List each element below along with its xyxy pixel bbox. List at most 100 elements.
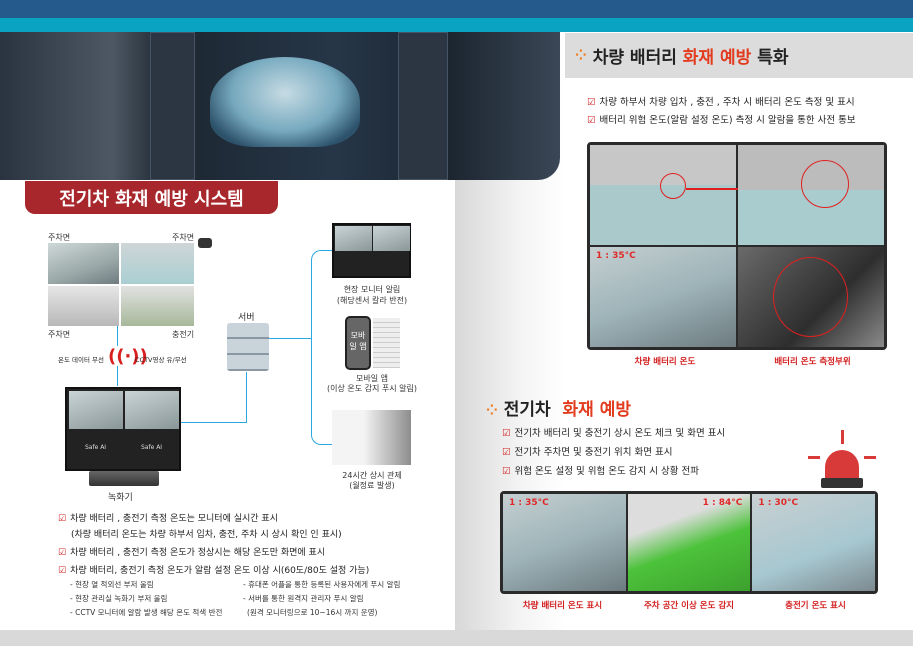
top-band <box>0 0 913 18</box>
wireless-label: CCTV영상 유/무선 <box>135 356 187 364</box>
ev-checklist: ☑전기차 배터리 및 충전기 상시 온도 체크 및 화면 표시 ☑전기차 주차면… <box>502 424 725 481</box>
cctv-camera-icon <box>198 238 212 248</box>
camera-view: 1 : 35°C <box>590 247 736 347</box>
title-part: 차량 배터리 <box>592 48 677 68</box>
cam-label: 주차면 <box>172 233 195 242</box>
connector <box>117 326 118 346</box>
dvr-device <box>89 471 159 486</box>
checkbox-icon: ☑ <box>587 115 596 126</box>
battery-checklist: ☑차량 하부서 차량 입차 , 충전 , 주차 시 배터리 온도 측정 및 표시… <box>587 94 856 130</box>
wifi-icon: ((·)) <box>108 346 148 367</box>
cam-label: 주차면 <box>48 330 71 339</box>
check-text: 차량 배터리 , 충전기 측정 온도는 모니터에 실시간 표시 <box>70 514 278 524</box>
checkbox-icon: ☑ <box>502 466 511 477</box>
caption: 충전기 온도 표시 <box>785 601 846 611</box>
check-text: 차량 배터리 , 충전기 측정 온도가 정상시는 해당 온도만 화면에 표시 <box>70 548 326 558</box>
title-part: 특화 <box>757 48 789 68</box>
temperature-readout: 1 : 35°C <box>596 251 636 261</box>
dots-icon: ⁘ <box>575 47 587 64</box>
section-header-ev: ⁘ 전기차 화재 예방 <box>486 395 631 420</box>
cam-photo <box>48 243 119 284</box>
car-wireframe <box>210 57 360 147</box>
monitor-alert-sub: (해당센서 칼라 반전) <box>336 296 408 305</box>
caption: 차량 배터리 온도 <box>634 357 696 367</box>
bottom-band <box>0 630 913 646</box>
connector <box>117 366 118 386</box>
cam-photo <box>48 286 119 326</box>
caption: 주차 공간 이상 온도 감지 <box>643 601 735 611</box>
alarm-actions-right: - 휴대폰 어플을 통한 등록된 사용자에게 푸시 알림 - 서버를 통한 원격… <box>243 578 400 620</box>
check-item: ☑차량 배터리 , 충전기 측정 온도는 모니터에 실시간 표시 <box>58 511 369 527</box>
cam-label: 충전기 <box>172 330 195 339</box>
checkbox-icon: ☑ <box>502 447 511 458</box>
check-text: 차량 하부서 차량 입차 , 충전 , 주차 시 배터리 온도 측정 및 표시 <box>599 97 855 108</box>
title-part: 전기차 <box>503 400 557 420</box>
title-highlight: 화재 예방 <box>562 400 631 420</box>
check-item: ☑배터리 위험 온도(알람 설정 온도) 측정 시 알람을 통한 사전 통보 <box>587 112 856 130</box>
battery-camera-grid: 1 : 35°C <box>587 142 887 350</box>
check-item: ☑차량 배터리 , 충전기 측정 온도가 정상시는 해당 온도만 화면에 표시 <box>58 545 369 561</box>
bullet: - CCTV 모니터에 알람 발생 해당 온도 적색 반전 <box>70 608 223 617</box>
check-text: 위험 온도 설정 및 위험 온도 감지 시 상황 전파 <box>514 466 700 477</box>
mobile-app-sub: (이상 온도 감지 푸시 알림) <box>326 384 417 393</box>
camera-view <box>590 145 746 245</box>
monitor-alert-label: 현장 모니터 알림 <box>343 285 401 294</box>
brand-label: Safe AI <box>85 444 107 451</box>
title-highlight: 화재 예방 <box>682 48 752 68</box>
mobile-phone: 모바일 앱 <box>345 316 371 370</box>
temperature-readout: 1 : 30°C <box>758 498 799 508</box>
connector <box>311 250 333 445</box>
check-sub: (차량 배터리 온도는 차량 하부서 입차, 충전, 주차 시 상시 확인 인 … <box>71 530 342 540</box>
check-text: 차량 배터리, 충전기 측정 온도가 알람 설정 온도 이상 시(60도/80도… <box>70 566 370 576</box>
check-text: 배터리 위험 온도(알람 설정 온도) 측정 시 알람을 통한 사전 통보 <box>599 115 856 126</box>
cam-photo <box>121 286 194 326</box>
checkbox-icon: ☑ <box>587 97 596 108</box>
dashboard-left-panel <box>150 32 195 180</box>
feature-checklist: ☑차량 배터리 , 충전기 측정 온도는 모니터에 실시간 표시 (차량 배터리… <box>58 511 369 579</box>
check-item: ☑차량 배터리, 충전기 측정 온도가 알람 설정 온도 이상 시(60도/80… <box>58 563 369 579</box>
site-monitor <box>332 223 411 278</box>
page-title: 전기차 화재 예방 시스템 <box>25 181 278 214</box>
camera-view: 1 : 30°C <box>752 494 875 591</box>
siren-icon <box>808 428 876 490</box>
arrow <box>686 188 746 190</box>
mobile-screen-text: 모바일 앱 <box>349 331 367 351</box>
bullet: - 현장 관리실 녹화기 부저 울림 <box>70 594 168 603</box>
connector <box>269 338 312 339</box>
temperature-readout: 1 : 84°C <box>702 498 743 508</box>
dots-icon: ⁘ <box>486 403 498 419</box>
wireless-label: 온도 데이터 무선 <box>58 356 104 364</box>
checkbox-icon: ☑ <box>58 566 67 576</box>
camera-view: 1 : 84°C <box>627 494 751 591</box>
checkbox-icon: ☑ <box>58 548 67 558</box>
alarm-actions-left: - 현장 열 적외선 부저 울림 - 현장 관리실 녹화기 부저 울림 - CC… <box>70 578 222 620</box>
caption: 차량 배터리 온도 표시 <box>522 601 603 611</box>
camera-view <box>738 247 884 347</box>
bullet: (원격 모니터링으로 10~16시 까지 운영) <box>247 608 378 617</box>
bullet: - 서버를 통한 원격지 관리자 푸시 알림 <box>243 594 364 603</box>
cam-label: 주차면 <box>48 233 71 242</box>
check-item: ☑전기차 주차면 및 충전기 위치 화면 표시 <box>502 443 725 462</box>
cam-photo <box>121 243 194 284</box>
ev-camera-strip: 1 : 35°C 1 : 84°C 1 : 30°C <box>500 491 878 594</box>
control-sub: (월정료 발생) <box>349 481 395 490</box>
control-room-photo <box>332 410 411 465</box>
control-label: 24시간 상시 관제 <box>342 471 402 480</box>
bullet: - 휴대폰 어플을 통한 등록된 사용자에게 푸시 알림 <box>243 580 401 589</box>
recorder-label: 녹화기 <box>108 493 133 503</box>
camera-view: 1 : 35°C <box>503 494 626 591</box>
checkbox-icon: ☑ <box>502 428 511 439</box>
recorder-monitor: Safe AI Safe AI <box>65 387 181 471</box>
check-item: ☑위험 온도 설정 및 위험 온도 감지 시 상황 전파 <box>502 462 725 481</box>
temperature-readout: 1 : 35°C <box>509 498 549 508</box>
section-header-battery: ⁘ 차량 배터리 화재 예방 특화 <box>565 33 913 78</box>
connector <box>181 422 246 423</box>
check-text: 전기차 배터리 및 충전기 상시 온도 체크 및 화면 표시 <box>514 428 726 439</box>
check-item: ☑전기차 배터리 및 충전기 상시 온도 체크 및 화면 표시 <box>502 424 725 443</box>
server-icon <box>227 323 269 371</box>
checkbox-icon: ☑ <box>58 514 67 524</box>
camera-view <box>738 145 884 245</box>
brand-label: Safe AI <box>141 444 163 451</box>
hero-image-ev-dashboard <box>0 32 560 180</box>
dashboard-right-panel <box>398 32 448 180</box>
